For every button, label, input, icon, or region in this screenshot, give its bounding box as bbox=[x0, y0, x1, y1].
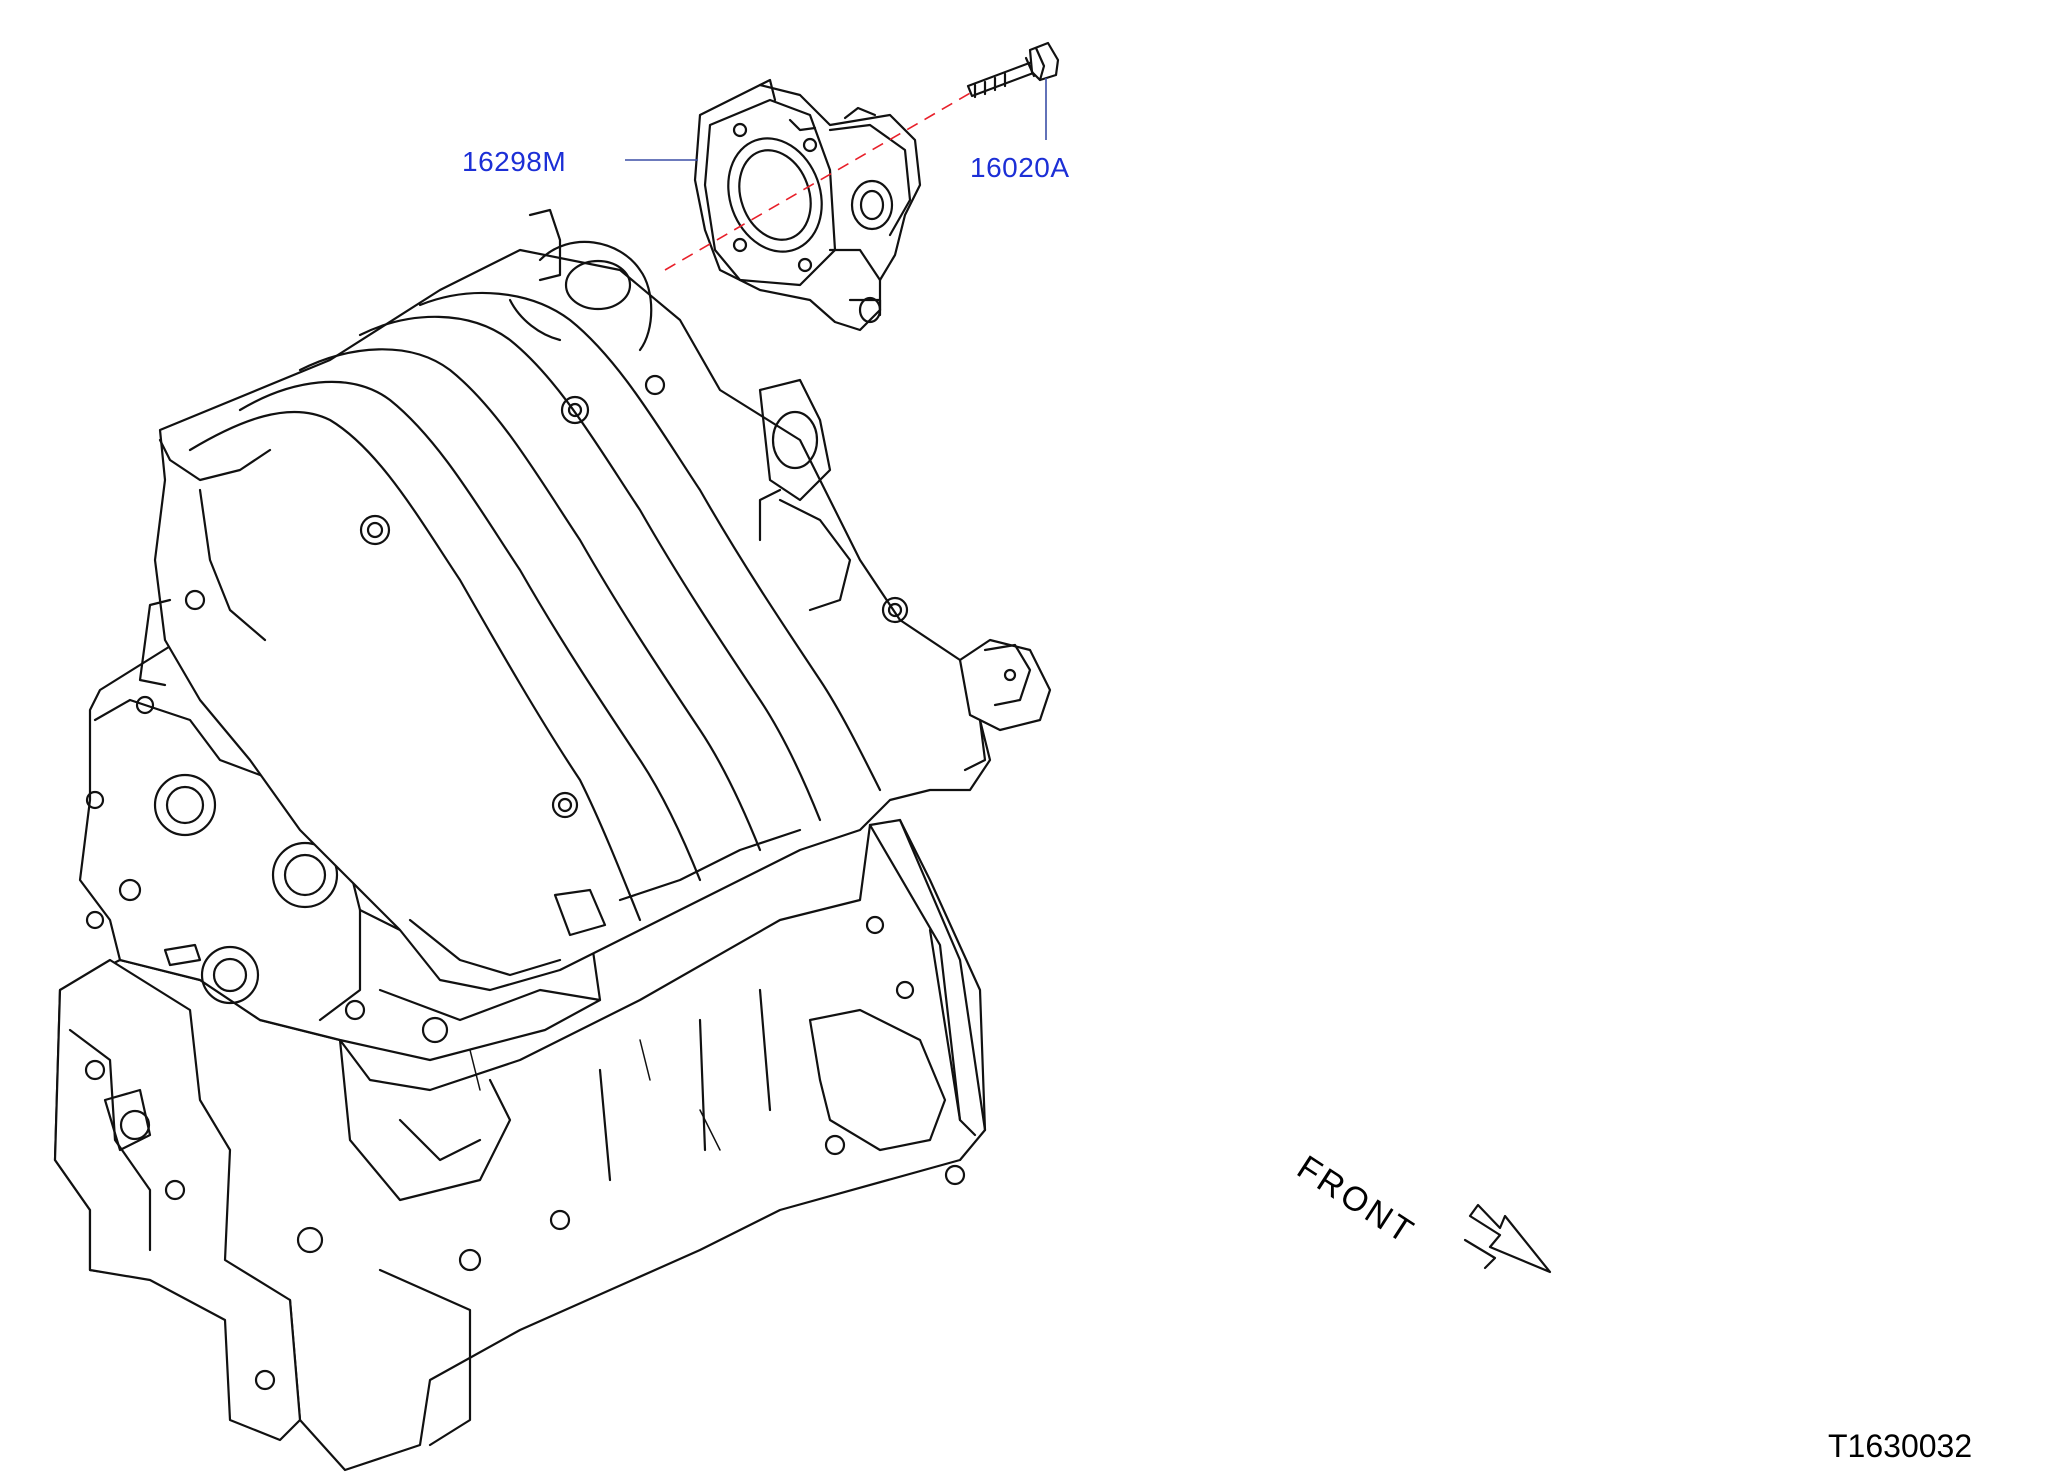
engine-block bbox=[53, 818, 987, 1472]
part-label-16298m[interactable]: 16298M bbox=[462, 146, 567, 177]
front-arrow-icon bbox=[1463, 1203, 1552, 1274]
intake-manifold bbox=[138, 208, 1052, 992]
part-label-16020a[interactable]: 16020A bbox=[970, 152, 1070, 183]
bolt-16020a bbox=[966, 41, 1060, 99]
leader-lines bbox=[625, 78, 1047, 271]
figure-code: T1630032 bbox=[1828, 1428, 1973, 1464]
throttle-body-16298m bbox=[693, 78, 922, 332]
